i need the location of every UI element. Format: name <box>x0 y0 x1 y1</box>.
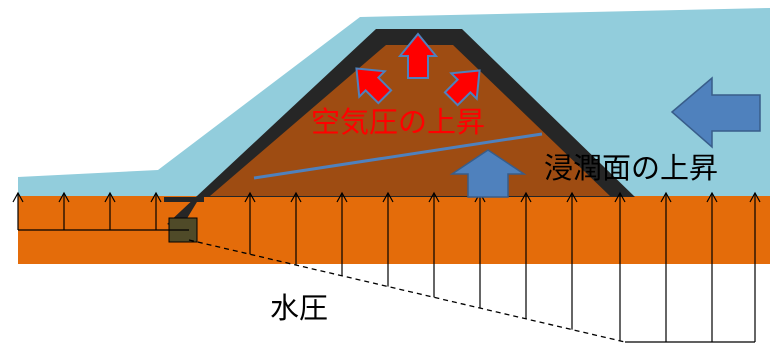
pressure-arrow-head <box>382 191 394 203</box>
blue-up-arrow <box>449 149 527 198</box>
air-pressure-rise-label: 空気圧の上昇 <box>311 105 485 139</box>
seepage-surface-line <box>253 132 543 180</box>
toe-drain-cover <box>164 197 204 202</box>
red-up-arrow <box>355 67 393 105</box>
pressure-arrow-head <box>660 191 672 203</box>
water-pressure-label: 水圧 <box>270 291 328 325</box>
pressure-arrow-head <box>520 191 532 203</box>
pressure-arrow-head <box>244 191 256 203</box>
pressure-arrow-head <box>104 191 116 203</box>
pressure-arrow-head <box>12 191 24 203</box>
pressure-arrow-head <box>336 191 348 203</box>
embankment-core <box>210 45 610 196</box>
water-pressure-arrows <box>12 191 761 342</box>
pressure-arrow-head <box>428 191 440 203</box>
water-pressure-dashed-line <box>188 239 626 343</box>
seepage-surface-rise-label: 浸潤面の上昇 <box>544 151 718 185</box>
pressure-arrow-head <box>290 191 302 203</box>
air-pressure-arrows <box>355 32 481 107</box>
pressure-arrow-head <box>614 191 626 203</box>
red-up-arrow <box>443 69 481 107</box>
pressure-arrow-head <box>150 191 162 203</box>
blue-left-arrow <box>670 76 761 149</box>
red-up-arrow <box>397 32 439 79</box>
pressure-arrow-head <box>749 191 761 203</box>
pressure-arrow-head <box>706 191 718 203</box>
pressure-arrow-head <box>58 191 70 203</box>
pressure-arrow-head <box>566 191 578 203</box>
